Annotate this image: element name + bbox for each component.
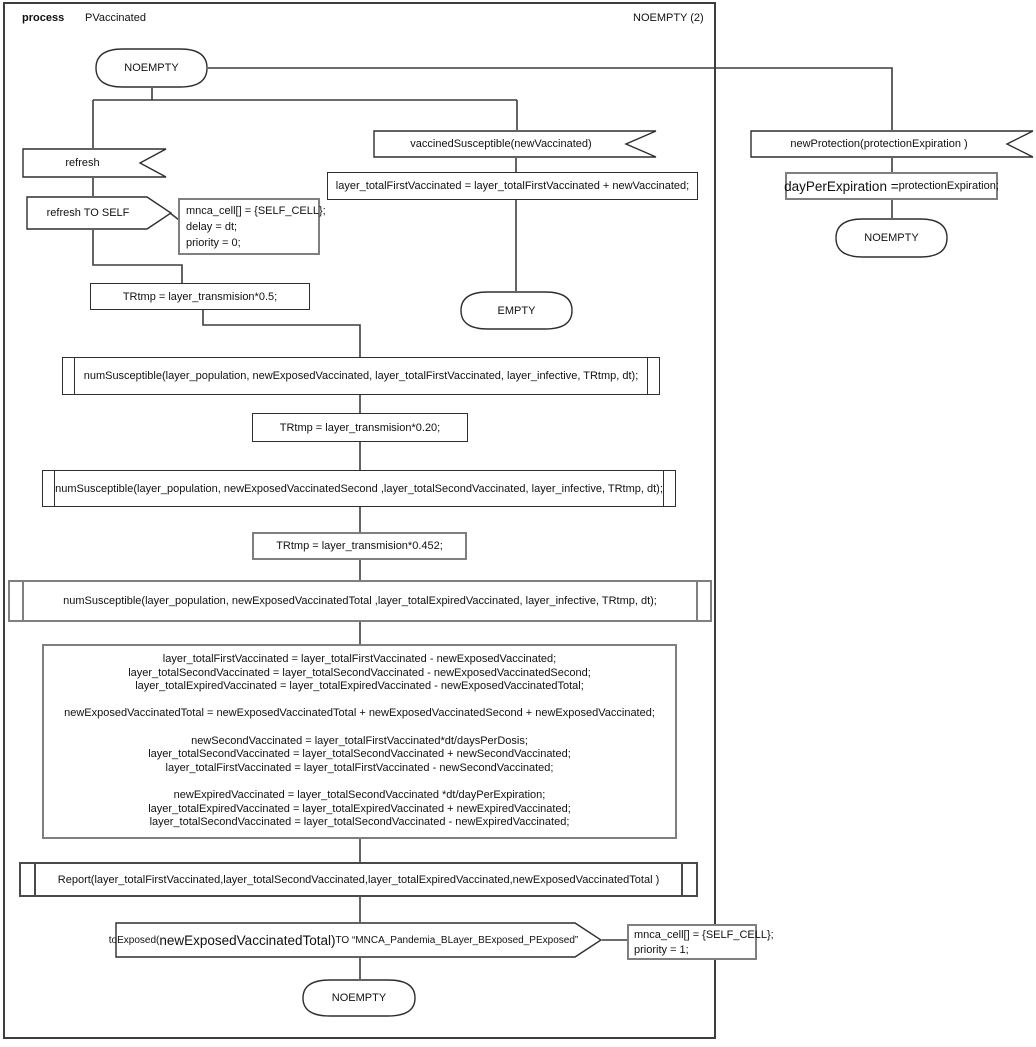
state-noempty-start[interactable]: NOEMPTY: [95, 48, 208, 88]
receive-new-protection[interactable]: newProtection(protectionExpiration ): [750, 130, 1034, 158]
state-label: NOEMPTY: [331, 992, 387, 1004]
call-text: Report(layer_totalFirstVaccinated,layer_…: [57, 873, 660, 886]
call-report[interactable]: Report(layer_totalFirstVaccinated,layer_…: [19, 862, 698, 897]
assign-line: [44, 694, 675, 708]
assign-line: layer_totalExpiredVaccinated = layer_tot…: [135, 680, 584, 693]
subroutine-bar: [663, 471, 664, 506]
call-text: numSusceptible(layer_population, newExpo…: [63, 595, 657, 607]
action-text: TRtmp = layer_transmision*0.20;: [279, 421, 441, 434]
note-line: mnca_cell[] = {SELF_CELL};: [634, 929, 774, 941]
state-label: EMPTY: [497, 304, 536, 317]
assign-line: layer_totalFirstVaccinated = layer_total…: [162, 653, 557, 665]
subroutine-bar: [696, 582, 698, 620]
send-label: toExposed(newExposedVaccinatedTotal) TO …: [108, 932, 579, 948]
process-boundary: [3, 2, 716, 1039]
assign-line: [44, 775, 675, 789]
subroutine-bar: [681, 864, 683, 895]
state-label: NOEMPTY: [124, 62, 179, 74]
action-trtmp-020[interactable]: TRtmp = layer_transmision*0.20;: [252, 413, 468, 442]
action-vaccination-updates[interactable]: layer_totalFirstVaccinated = layer_total…: [42, 644, 677, 839]
call-text: numSusceptible(layer_population, newExpo…: [55, 482, 663, 495]
action-add-new-vaccinated[interactable]: layer_totalFirstVaccinated = layer_total…: [327, 172, 698, 200]
call-num-susceptible-3[interactable]: numSusceptible(layer_population, newExpo…: [8, 580, 712, 622]
state-noempty-protection[interactable]: NOEMPTY: [835, 218, 948, 258]
note-line: priority = 1;: [634, 944, 689, 956]
send-refresh-to-self[interactable]: refresh TO SELF: [26, 196, 172, 230]
assign-line: layer_totalFirstVaccinated = layer_total…: [165, 761, 554, 774]
note-send-params[interactable]: mnca_cell[] = {SELF_CELL}; priority = 1;: [627, 924, 774, 960]
process-name-label: PVaccinated: [85, 12, 146, 24]
assign-line: layer_totalSecondVaccinated = layer_tota…: [149, 816, 570, 829]
current-state-label: NOEMPTY (2): [633, 12, 704, 24]
action-text: TRtmp = layer_transmision*0.5;: [122, 290, 278, 303]
state-label: NOEMPTY: [864, 232, 919, 244]
action-day-per-expiration[interactable]: dayPerExpiration = protectionExpiration;: [784, 172, 999, 200]
assign-line: newSecondVaccinated = layer_totalFirstVa…: [191, 734, 528, 747]
subroutine-bar: [74, 358, 75, 394]
receive-label: newProtection(protectionExpiration ): [790, 138, 968, 150]
send-label: refresh TO SELF: [46, 207, 130, 219]
note-line: priority = 0;: [186, 237, 241, 249]
receive-vaccined-susceptible[interactable]: vaccinedSusceptible(newVaccinated): [373, 130, 657, 158]
action-text: layer_totalFirstVaccinated = layer_total…: [335, 180, 690, 192]
call-num-susceptible-1[interactable]: numSusceptible(layer_population, newExpo…: [62, 357, 660, 395]
assign-line: layer_totalSecondVaccinated = layer_tota…: [128, 666, 591, 679]
assign-line: [44, 721, 675, 735]
subroutine-bar: [22, 582, 24, 620]
note-refresh-params[interactable]: mnca_cell[] = {SELF_CELL}; delay = dt; p…: [178, 198, 326, 255]
assign-line: layer_totalSecondVaccinated = layer_tota…: [148, 748, 571, 761]
assign-line: newExpiredVaccinated = layer_totalSecond…: [173, 788, 546, 801]
subroutine-bar: [647, 358, 648, 394]
state-empty[interactable]: EMPTY: [460, 291, 573, 330]
process-keyword-label: process: [22, 12, 65, 24]
state-noempty-end[interactable]: NOEMPTY: [302, 979, 416, 1017]
note-line: delay = dt;: [186, 221, 238, 233]
receive-label: vaccinedSusceptible(newVaccinated): [410, 138, 592, 150]
action-text-large: dayPerExpiration =: [784, 178, 899, 194]
action-text-small: protectionExpiration;: [898, 180, 999, 192]
send-to-exposed[interactable]: toExposed(newExposedVaccinatedTotal) TO …: [108, 922, 602, 958]
action-trtmp-05[interactable]: TRtmp = layer_transmision*0.5;: [90, 283, 310, 310]
subroutine-bar: [54, 471, 55, 506]
action-trtmp-0452[interactable]: TRtmp = layer_transmision*0.452;: [252, 532, 467, 560]
call-text: numSusceptible(layer_population, newExpo…: [83, 370, 639, 382]
receive-refresh[interactable]: refresh: [22, 148, 167, 178]
action-text: TRtmp = layer_transmision*0.452;: [276, 540, 443, 552]
call-num-susceptible-2[interactable]: numSusceptible(layer_population, newExpo…: [42, 470, 676, 507]
note-line: mnca_cell[] = {SELF_CELL};: [186, 205, 326, 217]
assign-line: newExposedVaccinatedTotal = newExposedVa…: [64, 707, 655, 720]
receive-label: refresh: [65, 157, 100, 169]
assign-line: layer_totalExpiredVaccinated = layer_tot…: [148, 802, 571, 815]
subroutine-bar: [34, 864, 36, 895]
